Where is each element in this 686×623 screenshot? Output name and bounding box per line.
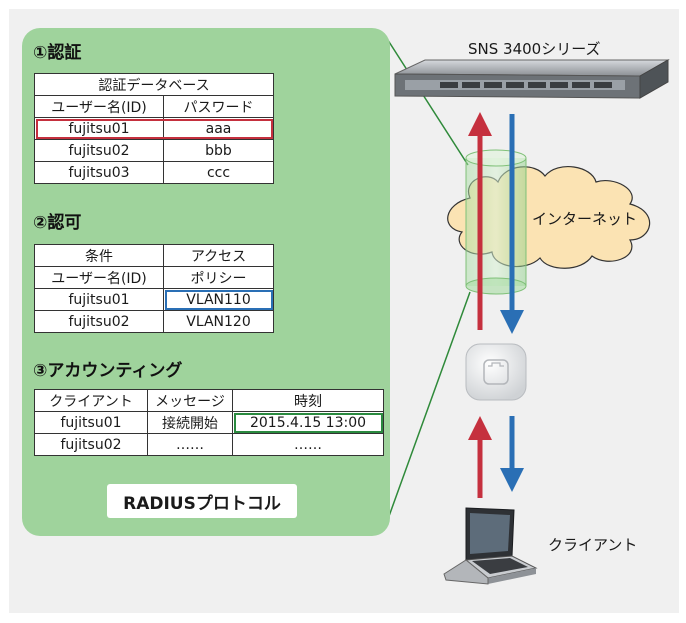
- auth-row: fujitsu03 ccc: [34, 161, 274, 184]
- authz-header-policy: ポリシー: [163, 266, 274, 289]
- acct-cell-client: fujitsu01: [34, 411, 148, 434]
- authz-cell-id: fujitsu02: [34, 310, 164, 333]
- auth-row: fujitsu02 bbb: [34, 139, 274, 162]
- acct-cell-client: fujitsu02: [34, 433, 148, 456]
- auth-cell-password: bbb: [163, 139, 274, 162]
- server-icon: [394, 59, 670, 99]
- auth-row-highlighted: fujitsu01 aaa: [34, 117, 274, 140]
- arrow-up-lower: [468, 416, 492, 498]
- acct-header-message: メッセージ: [147, 389, 233, 412]
- section-title-authz: ②認可: [33, 213, 82, 233]
- internet-label: インターネット: [532, 210, 638, 228]
- arrow-up-upper: [468, 112, 492, 330]
- acct-cell-time-highlighted: 2015.4.15 13:00: [232, 411, 384, 434]
- auth-cell-id: fujitsu01: [34, 117, 164, 140]
- auth-cell-password: ccc: [163, 161, 274, 184]
- acct-table: クライアント メッセージ 時刻 fujitsu01 接続開始 2015.4.15…: [34, 389, 384, 456]
- auth-cell-id: fujitsu03: [34, 161, 164, 184]
- authz-header-id: ユーザー名(ID): [34, 266, 164, 289]
- acct-row: fujitsu01 接続開始 2015.4.15 13:00: [34, 411, 384, 434]
- acct-header-time: 時刻: [232, 389, 384, 412]
- client-label: クライアント: [548, 536, 638, 554]
- laptop-icon: [443, 507, 538, 585]
- auth-table: 認証データベース ユーザー名(ID) パスワード fujitsu01 aaa f…: [34, 73, 274, 184]
- acct-cell-message: 接続開始: [147, 411, 233, 434]
- tunnel-icon: [465, 149, 527, 295]
- acct-cell-message: ……: [147, 433, 233, 456]
- authz-cell-id: fujitsu01: [34, 288, 164, 311]
- authz-row: fujitsu02 VLAN120: [34, 310, 274, 333]
- section-title-auth: ①認証: [33, 43, 82, 63]
- access-point-icon: [465, 343, 527, 401]
- authz-table: 条件 アクセス ユーザー名(ID) ポリシー fujitsu01 VLAN110…: [34, 244, 274, 333]
- callout-line-bottom: [383, 291, 471, 531]
- protocol-label: RADIUSプロトコル: [107, 484, 297, 518]
- authz-cell-policy: VLAN120: [163, 310, 274, 333]
- arrow-down-lower: [500, 416, 524, 492]
- section-title-acct: ③アカウンティング: [33, 361, 183, 381]
- callout-line-top: [383, 33, 469, 166]
- acct-cell-time: ……: [232, 433, 384, 456]
- auth-cell-id: fujitsu02: [34, 139, 164, 162]
- server-label: SNS 3400シリーズ: [468, 40, 601, 58]
- arrow-down-upper: [500, 114, 524, 334]
- acct-row: fujitsu02 …… ……: [34, 433, 384, 456]
